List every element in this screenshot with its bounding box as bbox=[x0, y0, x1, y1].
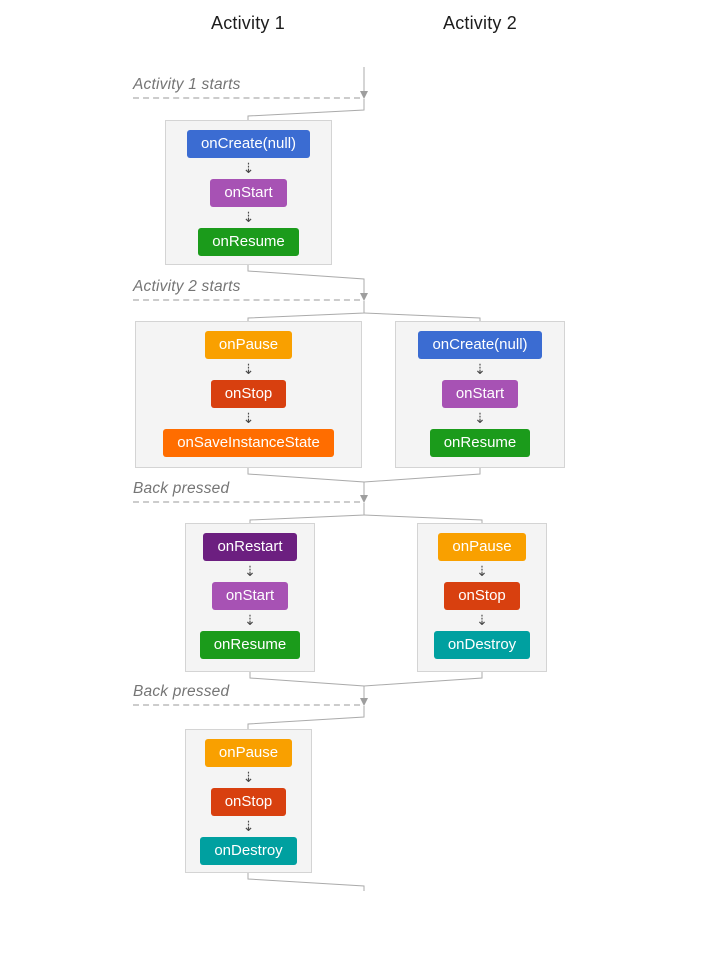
lifecycle-group-activity2-launch: onCreate(null) ⇣ onStart ⇣ onResume bbox=[395, 321, 565, 468]
lifecycle-step-ondestroy: onDestroy bbox=[200, 837, 297, 865]
lifecycle-step-onstart: onStart bbox=[211, 582, 289, 610]
lifecycle-step-onpause: onPause bbox=[438, 533, 526, 561]
step-down-arrow-icon: ⇣ bbox=[242, 160, 255, 176]
lifecycle-group-activity1-background: onPause ⇣ onStop ⇣ onSaveInstanceState bbox=[135, 321, 362, 468]
phase-label-activity2-starts: Activity 2 starts bbox=[133, 278, 241, 295]
column-header-activity2: Activity 2 bbox=[442, 13, 518, 33]
lifecycle-group-activity1-launch: onCreate(null) ⇣ onStart ⇣ onResume bbox=[165, 120, 332, 265]
phase-divider bbox=[133, 704, 360, 706]
lifecycle-step-onresume: onResume bbox=[199, 631, 301, 659]
step-down-arrow-icon: ⇣ bbox=[474, 361, 486, 377]
lifecycle-step-onstop: onStop bbox=[444, 582, 520, 610]
arrowhead-icon bbox=[360, 91, 368, 99]
lifecycle-step-onstop: onStop bbox=[210, 380, 287, 408]
lifecycle-step-ondestroy: onDestroy bbox=[433, 631, 531, 659]
step-down-arrow-icon: ⇣ bbox=[242, 209, 255, 225]
phase-label-back-pressed-2: Back pressed bbox=[133, 683, 230, 700]
phase-label-back-pressed-1: Back pressed bbox=[133, 480, 230, 497]
lifecycle-group-activity1-destroy: onPause ⇣ onStop ⇣ onDestroy bbox=[185, 729, 312, 873]
step-down-arrow-icon: ⇣ bbox=[242, 769, 255, 785]
column-header-activity1: Activity 1 bbox=[210, 13, 286, 33]
step-down-arrow-icon: ⇣ bbox=[242, 818, 255, 834]
lifecycle-step-onstop: onStop bbox=[210, 788, 287, 816]
step-down-arrow-icon: ⇣ bbox=[242, 361, 255, 377]
step-down-arrow-icon: ⇣ bbox=[476, 612, 488, 628]
lifecycle-step-onrestart: onRestart bbox=[203, 533, 297, 561]
phase-divider bbox=[133, 97, 360, 99]
lifecycle-group-activity1-return: onRestart ⇣ onStart ⇣ onResume bbox=[185, 523, 315, 672]
step-down-arrow-icon: ⇣ bbox=[474, 410, 486, 426]
lifecycle-step-onpause: onPause bbox=[204, 739, 293, 767]
phase-divider bbox=[133, 299, 360, 301]
lifecycle-step-onpause: onPause bbox=[204, 331, 293, 359]
step-down-arrow-icon: ⇣ bbox=[476, 563, 488, 579]
lifecycle-step-oncreate: onCreate(null) bbox=[186, 130, 311, 158]
lifecycle-step-onstart: onStart bbox=[441, 380, 519, 408]
step-down-arrow-icon: ⇣ bbox=[242, 410, 255, 426]
arrowhead-icon bbox=[360, 293, 368, 301]
phase-divider bbox=[133, 501, 360, 503]
lifecycle-step-oncreate: onCreate(null) bbox=[418, 331, 542, 359]
lifecycle-group-activity2-destroy: onPause ⇣ onStop ⇣ onDestroy bbox=[417, 523, 547, 672]
phase-label-activity1-starts: Activity 1 starts bbox=[133, 76, 241, 93]
lifecycle-step-onsaveinstancestate: onSaveInstanceState bbox=[163, 429, 334, 457]
step-down-arrow-icon: ⇣ bbox=[244, 612, 256, 628]
lifecycle-step-onresume: onResume bbox=[429, 429, 531, 457]
arrowhead-icon bbox=[360, 495, 368, 503]
step-down-arrow-icon: ⇣ bbox=[244, 563, 256, 579]
lifecycle-step-onstart: onStart bbox=[210, 179, 287, 207]
arrowhead-icon bbox=[360, 698, 368, 706]
lifecycle-step-onresume: onResume bbox=[198, 228, 299, 256]
